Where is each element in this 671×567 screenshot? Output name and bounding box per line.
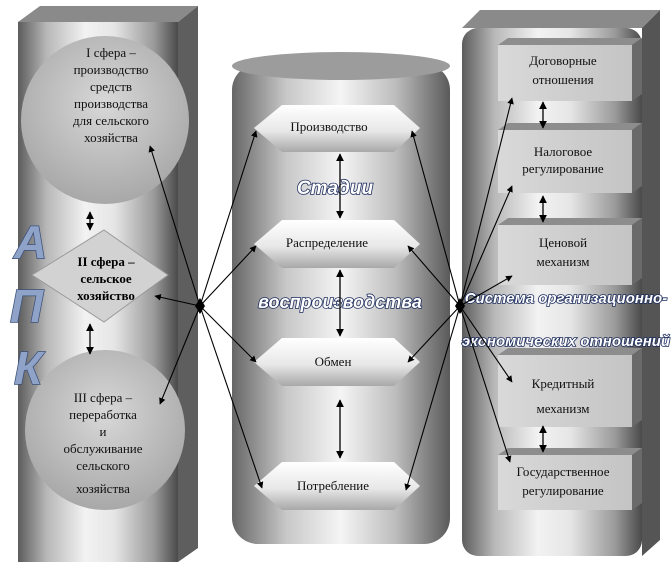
svg-text:механизм: механизм <box>536 254 589 269</box>
sphere2-label: II сфера – сельское хозяйство <box>77 254 135 303</box>
svg-text:для сельского: для сельского <box>73 113 149 128</box>
stage-diamonds <box>254 105 420 510</box>
box-tax <box>498 123 642 193</box>
right-box-labels: Договорные отношения Налоговое регулиров… <box>517 53 610 498</box>
left-column <box>18 6 198 562</box>
svg-text:и: и <box>100 424 107 439</box>
middle-title-line1: Стадии <box>297 178 374 199</box>
stage-production <box>254 105 420 152</box>
svg-text:хозяйства: хозяйства <box>84 130 138 145</box>
svg-text:II сфера –: II сфера – <box>77 254 135 269</box>
apk-letter-k: К <box>14 342 45 394</box>
stage-labels: Производство Распределение Обмен Потребл… <box>286 119 369 493</box>
right-title-line2: экономических отношений <box>462 333 670 350</box>
right-title-line1: Система организационно- <box>465 290 667 307</box>
svg-text:Кредитный: Кредитный <box>532 376 595 391</box>
svg-text:производства: производства <box>74 96 148 111</box>
svg-text:хозяйство: хозяйство <box>77 288 135 303</box>
box-credit <box>498 348 642 427</box>
apk-letter-p: П <box>10 280 44 332</box>
svg-text:обслуживание: обслуживание <box>63 441 142 456</box>
svg-text:отношения: отношения <box>532 72 593 87</box>
svg-text:регулирование: регулирование <box>522 483 604 498</box>
svg-text:I сфера –: I сфера – <box>86 45 136 60</box>
svg-text:Договорные: Договорные <box>529 53 597 68</box>
stage-exchange <box>254 338 420 386</box>
svg-text:сельского: сельского <box>76 458 130 473</box>
box-state <box>498 448 642 510</box>
right-hub-arrows <box>404 97 514 491</box>
sphere2-diamond <box>31 229 169 323</box>
svg-text:Обмен: Обмен <box>315 354 352 369</box>
svg-text:III сфера –: III сфера – <box>74 390 133 405</box>
box-price <box>498 218 642 285</box>
sphere1-circle <box>21 36 189 204</box>
svg-text:Налоговое: Налоговое <box>534 144 592 159</box>
svg-text:механизм: механизм <box>536 401 589 416</box>
svg-text:Государственное: Государственное <box>517 464 610 479</box>
svg-text:Распределение: Распределение <box>286 235 368 250</box>
sphere1-label: I сфера – производство средств производс… <box>73 45 149 145</box>
svg-text:производство: производство <box>74 62 149 77</box>
svg-text:регулирование: регулирование <box>522 161 604 176</box>
svg-text:переработка: переработка <box>69 407 137 422</box>
sphere3-label: III сфера – переработка и обслуживание с… <box>63 390 142 496</box>
right-boxes <box>498 38 642 510</box>
box-contracts <box>498 38 642 101</box>
svg-text:Производство: Производство <box>290 119 367 134</box>
stage-distribution <box>254 220 420 268</box>
svg-text:сельское: сельское <box>80 271 131 286</box>
svg-text:Потребление: Потребление <box>297 478 369 493</box>
left-hub-arrows <box>148 130 264 489</box>
svg-text:Ценовой: Ценовой <box>539 235 587 250</box>
left-hub-node <box>195 298 205 314</box>
svg-text:хозяйства: хозяйства <box>76 481 130 496</box>
svg-text:средств: средств <box>90 79 132 94</box>
right-hub-node <box>455 298 465 314</box>
apk-letters: А П К <box>9 215 48 395</box>
apk-letter-a: А <box>13 216 47 268</box>
sphere3-circle <box>25 350 185 510</box>
stage-consumption <box>254 462 420 510</box>
